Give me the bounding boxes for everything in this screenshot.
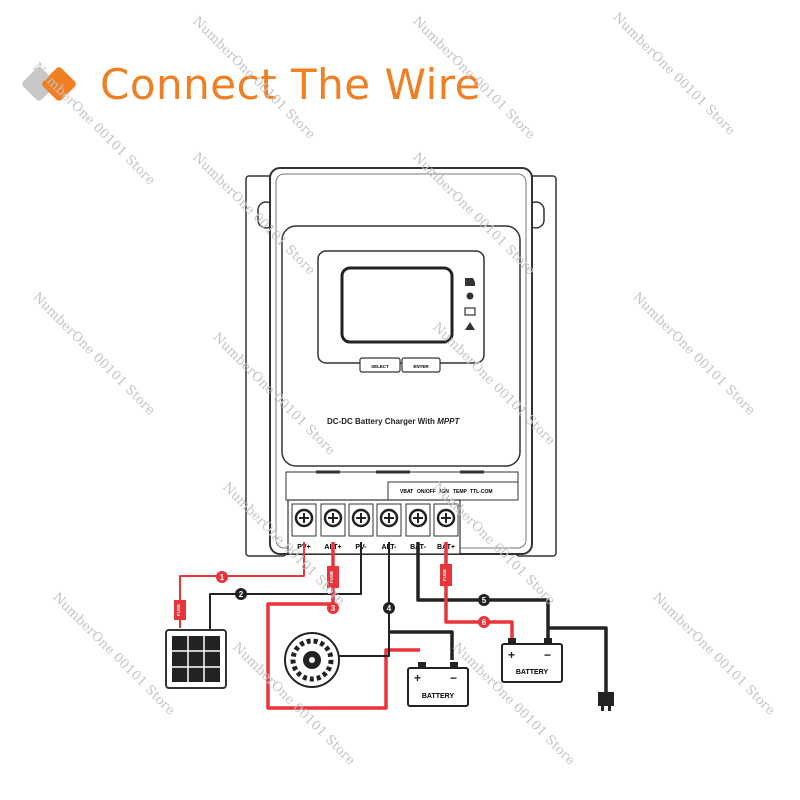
wire-marker-5: 5 <box>482 596 487 605</box>
wire-marker-3: 3 <box>331 604 336 613</box>
enter-button[interactable] <box>401 357 441 373</box>
battery-plus-icon: + <box>508 648 515 662</box>
warning-status-icon <box>465 322 475 330</box>
charger-unit: SELECT ENTER DC-DC Battery Charger With … <box>245 167 557 557</box>
wire-marker-2: 2 <box>239 590 244 599</box>
battery-label: BATTERY <box>422 693 455 700</box>
wire-marker-4: 4 <box>387 604 392 613</box>
fuse-bat: FUSE <box>440 564 452 586</box>
alternator-icon <box>284 632 340 688</box>
main-terminal-block <box>287 499 461 555</box>
fuse-pv: FUSE <box>174 600 186 620</box>
battery-house: + − BATTERY <box>501 638 563 683</box>
svg-text:FUSE: FUSE <box>329 571 334 583</box>
wire-4 <box>330 542 390 657</box>
load-connector-icon <box>598 692 614 711</box>
battery-minus-icon: − <box>544 648 551 662</box>
charge-status-icon <box>466 292 474 300</box>
wires <box>179 542 608 710</box>
battery-minus-icon: − <box>450 671 457 685</box>
wire-5 <box>416 542 550 644</box>
battery-starter: + − BATTERY <box>407 662 469 707</box>
wire-marker-1: 1 <box>220 573 225 582</box>
aux-terminal-ttlcom: TTL-COM <box>470 489 493 495</box>
wire-5-load <box>548 626 608 694</box>
select-button[interactable] <box>359 357 401 373</box>
aux-terminal-temp: TEMP <box>453 489 468 495</box>
wire-4-battery-neg <box>389 630 454 660</box>
lcd-screen <box>340 266 454 344</box>
section-header: Connect The Wire <box>20 56 481 112</box>
product-label: DC-DC Battery Charger With MPPT <box>327 417 461 426</box>
wire-3 <box>266 542 420 710</box>
fuses: FUSE FUSE FUSE <box>174 564 452 620</box>
solar-status-icon <box>465 278 475 286</box>
battery-status-icon <box>464 307 476 316</box>
select-button-label: SELECT <box>371 364 389 369</box>
solar-panel-icon <box>165 629 227 689</box>
fuse-alt: FUSE <box>327 566 339 588</box>
battery-label: BATTERY <box>516 669 549 676</box>
wire-marker-6: 6 <box>482 618 487 627</box>
page-title: Connect The Wire <box>100 59 481 109</box>
aux-terminal-vbat: VBAT <box>400 489 413 495</box>
aux-terminal-onoff: ON/OFF <box>417 489 436 495</box>
enter-button-label: ENTER <box>413 364 429 369</box>
wire-2 <box>209 542 362 630</box>
battery-plus-icon: + <box>414 671 421 685</box>
wire-markers: 1 2 3 4 5 6 <box>216 571 490 628</box>
aux-terminal-ign: IGN <box>440 489 449 495</box>
svg-text:FUSE: FUSE <box>442 569 447 581</box>
svg-text:FUSE: FUSE <box>176 604 181 616</box>
status-indicators <box>464 278 476 330</box>
